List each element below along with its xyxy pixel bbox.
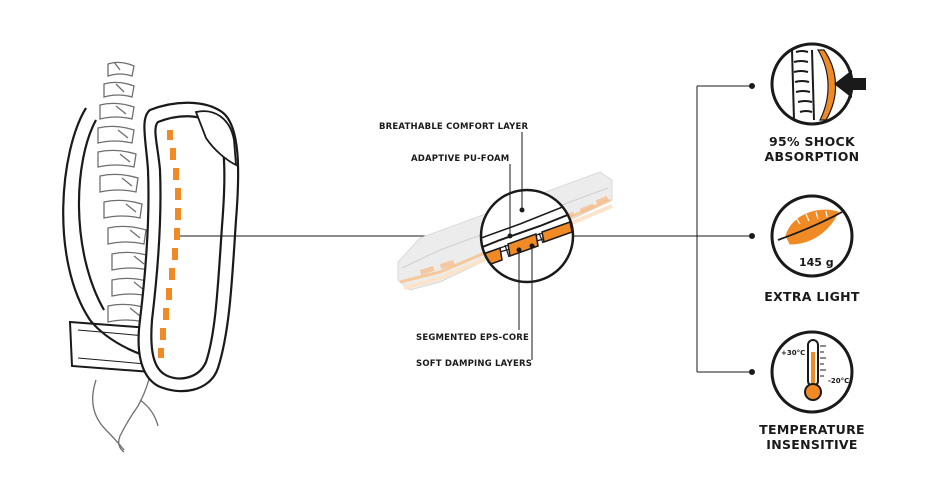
feature-extra-light: EXTRA LIGHT: [742, 289, 882, 304]
label-soft-damping-layers: SOFT DAMPING LAYERS: [416, 359, 533, 369]
feature-bracket: [696, 83, 755, 375]
feature-temp-line1: TEMPERATURE: [759, 422, 865, 437]
feature-shock-line2: ABSORPTION: [764, 149, 860, 164]
temp-low-label: -20°C: [828, 377, 850, 385]
shock-absorption-icon: [770, 42, 866, 126]
feature-temp-line2: INSENSITIVE: [766, 437, 858, 452]
label-segmented-eps-core: SEGMENTED EPS-CORE: [416, 333, 530, 343]
back-protector: [62, 101, 240, 393]
feature-temperature-insensitive: TEMPERATURE INSENSITIVE: [742, 422, 882, 452]
feature-shock-line1: 95% SHOCK: [769, 134, 855, 149]
callout-leaders: [507, 132, 535, 360]
eps-core-segments: [158, 130, 181, 358]
zoom-cross-section: [479, 188, 575, 284]
label-adaptive-pu-foam: ADAPTIVE PU-FOAM: [411, 154, 510, 164]
feature-shock-absorption: 95% SHOCK ABSORPTION: [742, 134, 882, 164]
weight-value: 145 g: [799, 256, 834, 269]
label-breathable-comfort-layer: BREATHABLE COMFORT LAYER: [379, 122, 529, 132]
feather-icon: [770, 194, 854, 278]
temp-high-label: +30°C: [781, 349, 806, 357]
feature-light-line1: EXTRA LIGHT: [764, 289, 860, 304]
thermometer-icon: [770, 330, 854, 414]
